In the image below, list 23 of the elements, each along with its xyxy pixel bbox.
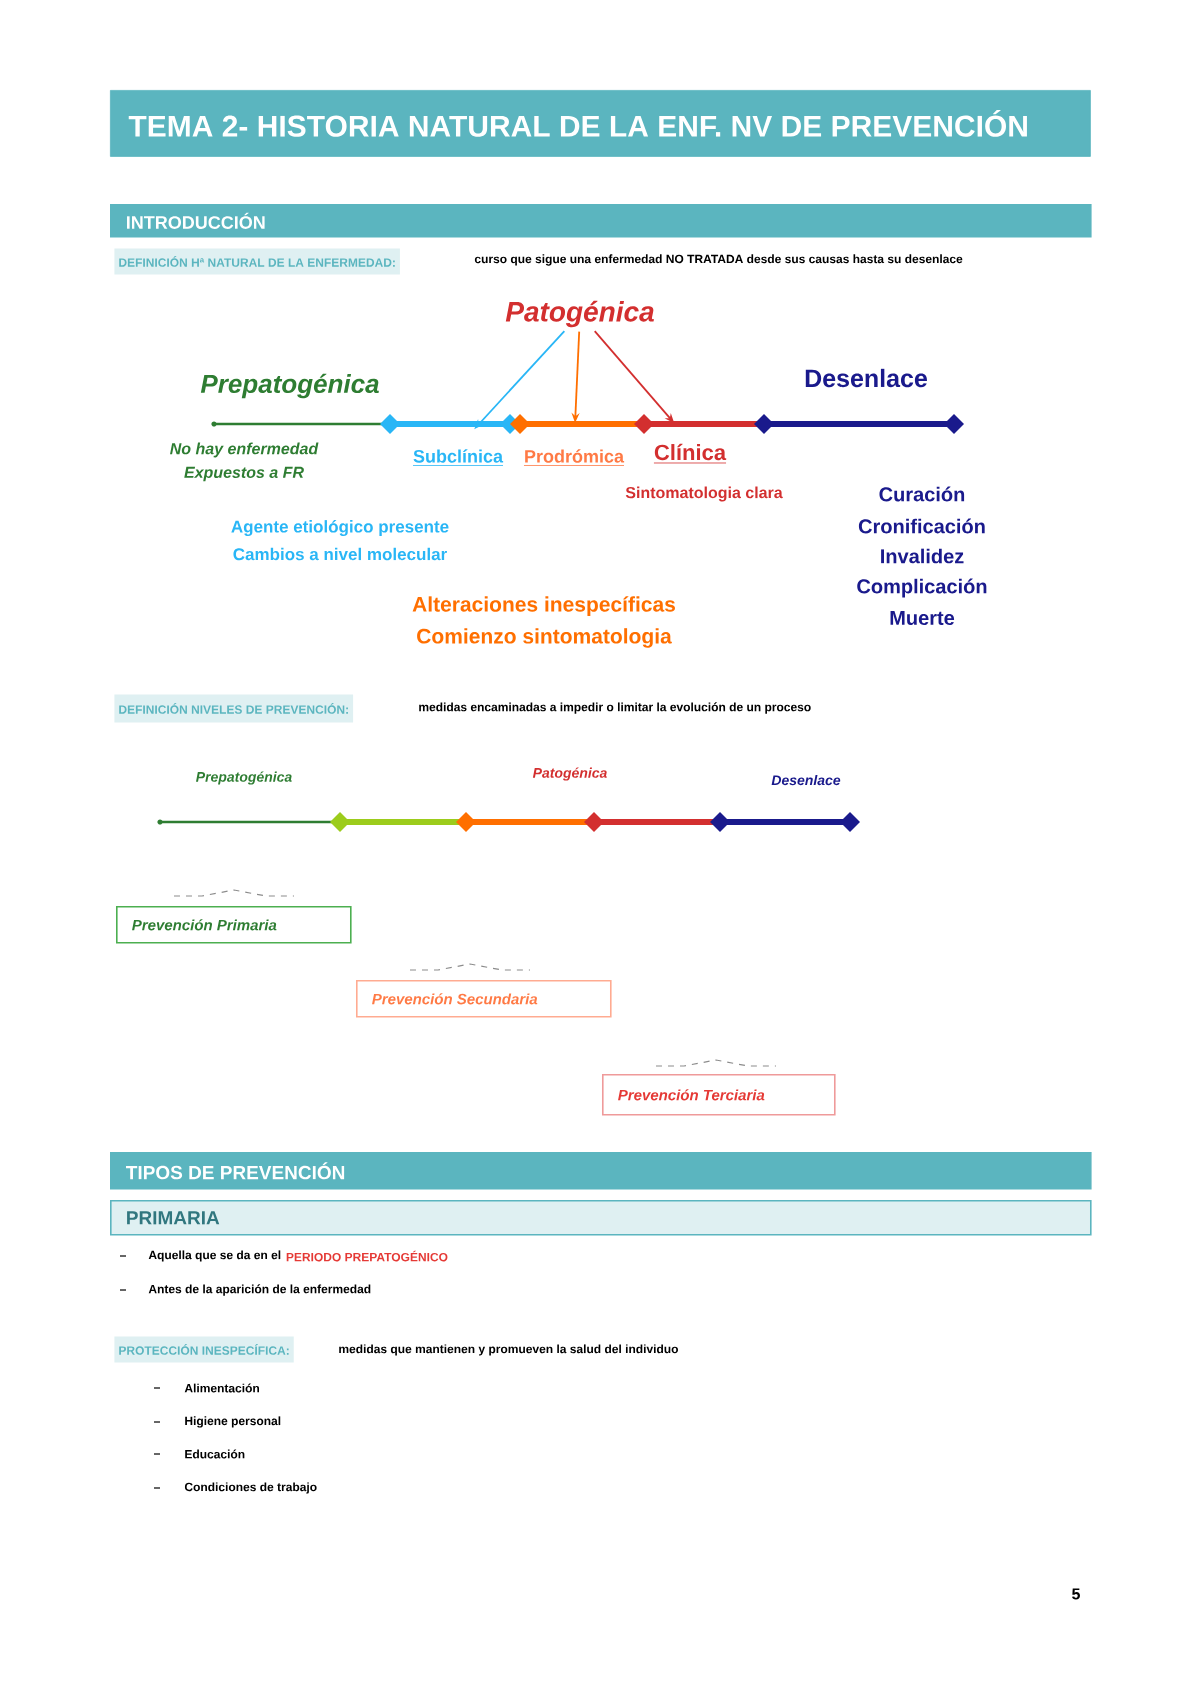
note-text: Agente etiológico presente <box>231 519 449 537</box>
section-band: INTRODUCCIÓN <box>110 204 1092 238</box>
outcome-text: Complicación <box>857 578 987 598</box>
note-text: Sintomatologia clara <box>625 486 783 502</box>
stage-label: Patogénica <box>505 300 654 328</box>
note-text: Expuestos a FR <box>184 466 304 482</box>
page-number: 5 <box>1072 1588 1080 1600</box>
note-text: No hay enfermedad <box>170 442 319 458</box>
outcome-text: Invalidez <box>881 548 964 564</box>
subsection-band: PRIMARIA <box>110 1200 1092 1236</box>
note-text: Alteraciones inespecíficas <box>412 596 675 616</box>
stage-label: Prodrómica <box>523 449 625 466</box>
phase-label: Prepatogénica <box>200 373 379 399</box>
note-text: Comienzo sintomatologia <box>417 628 672 648</box>
outcome-text: Muerte <box>890 611 955 625</box>
stage-label: Subclínica <box>412 449 504 466</box>
note-text: Cambios a nivel molecular <box>233 547 447 561</box>
outcome-text: Curación <box>879 486 965 502</box>
stage-label: Clínica <box>653 443 727 464</box>
outcome-text: Cronificación <box>858 518 985 534</box>
section-band: TIPOS DE PREVENCIÓN <box>110 1152 1092 1190</box>
phase-label: Desenlace <box>805 368 927 388</box>
title-band: TEMA 2- HISTORIA NATURAL DE LA ENF. NV DE PREVENCIÓN <box>110 90 1091 157</box>
